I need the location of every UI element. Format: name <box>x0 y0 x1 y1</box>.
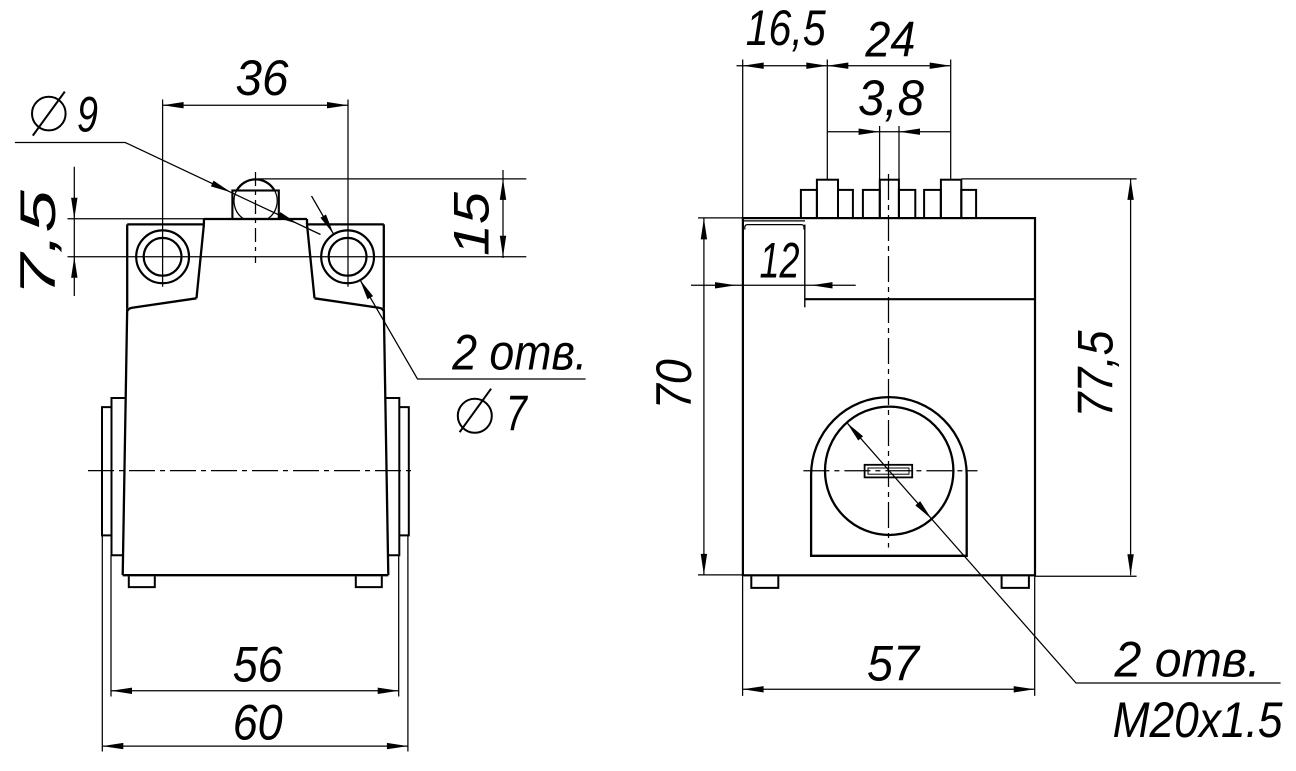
svg-text:3,8: 3,8 <box>858 70 924 126</box>
svg-text:60: 60 <box>233 695 283 751</box>
svg-text:7: 7 <box>506 385 529 441</box>
svg-text:77,5: 77,5 <box>1068 330 1124 417</box>
svg-text:9: 9 <box>77 87 98 143</box>
svg-text:36: 36 <box>236 50 289 106</box>
svg-text:56: 56 <box>233 637 283 693</box>
svg-text:M20x1.5: M20x1.5 <box>1113 692 1283 748</box>
svg-text:2 отв.: 2 отв. <box>1114 631 1261 687</box>
svg-text:57: 57 <box>867 636 921 692</box>
svg-text:70: 70 <box>646 359 702 409</box>
svg-text:7,5: 7,5 <box>10 190 66 296</box>
svg-text:15: 15 <box>443 192 499 256</box>
svg-text:12: 12 <box>760 233 800 289</box>
svg-text:24: 24 <box>865 12 916 68</box>
svg-text:2 отв.: 2 отв. <box>451 324 587 380</box>
svg-text:16,5: 16,5 <box>746 0 826 56</box>
